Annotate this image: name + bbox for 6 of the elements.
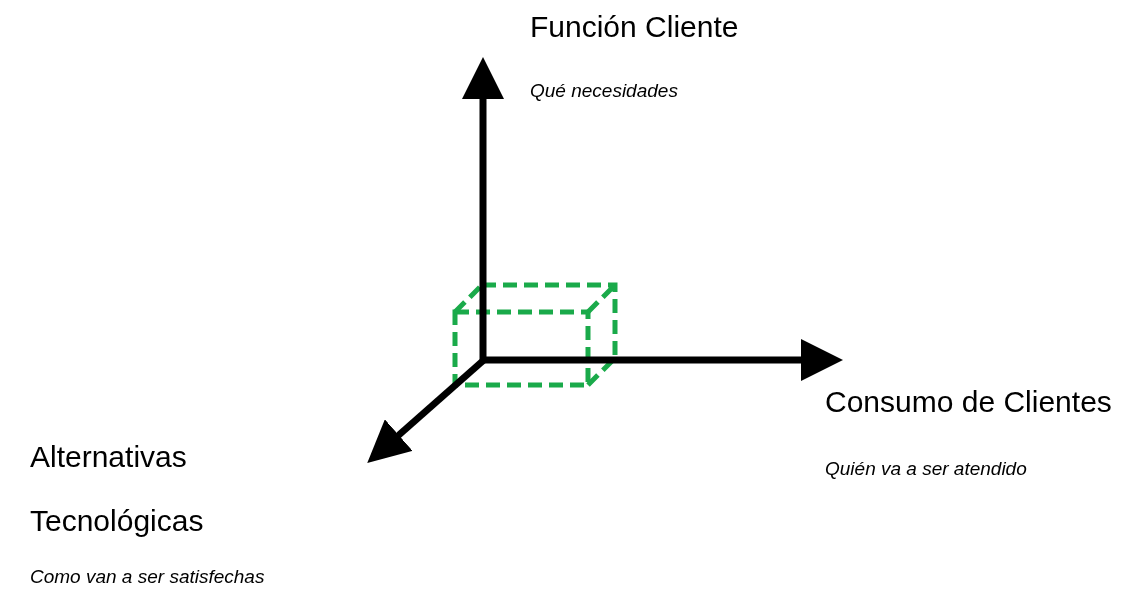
axis-title: Función Cliente <box>530 10 739 44</box>
axis-description: Quién va a ser atendido <box>825 458 1027 480</box>
axis-title: Consumo de Clientes <box>825 385 1112 419</box>
axis-title: Alternativas Tecnológicas <box>30 439 205 539</box>
axis-description: Como van a ser satisfechas <box>30 566 265 588</box>
axis-description: Qué necesidades <box>530 80 678 102</box>
